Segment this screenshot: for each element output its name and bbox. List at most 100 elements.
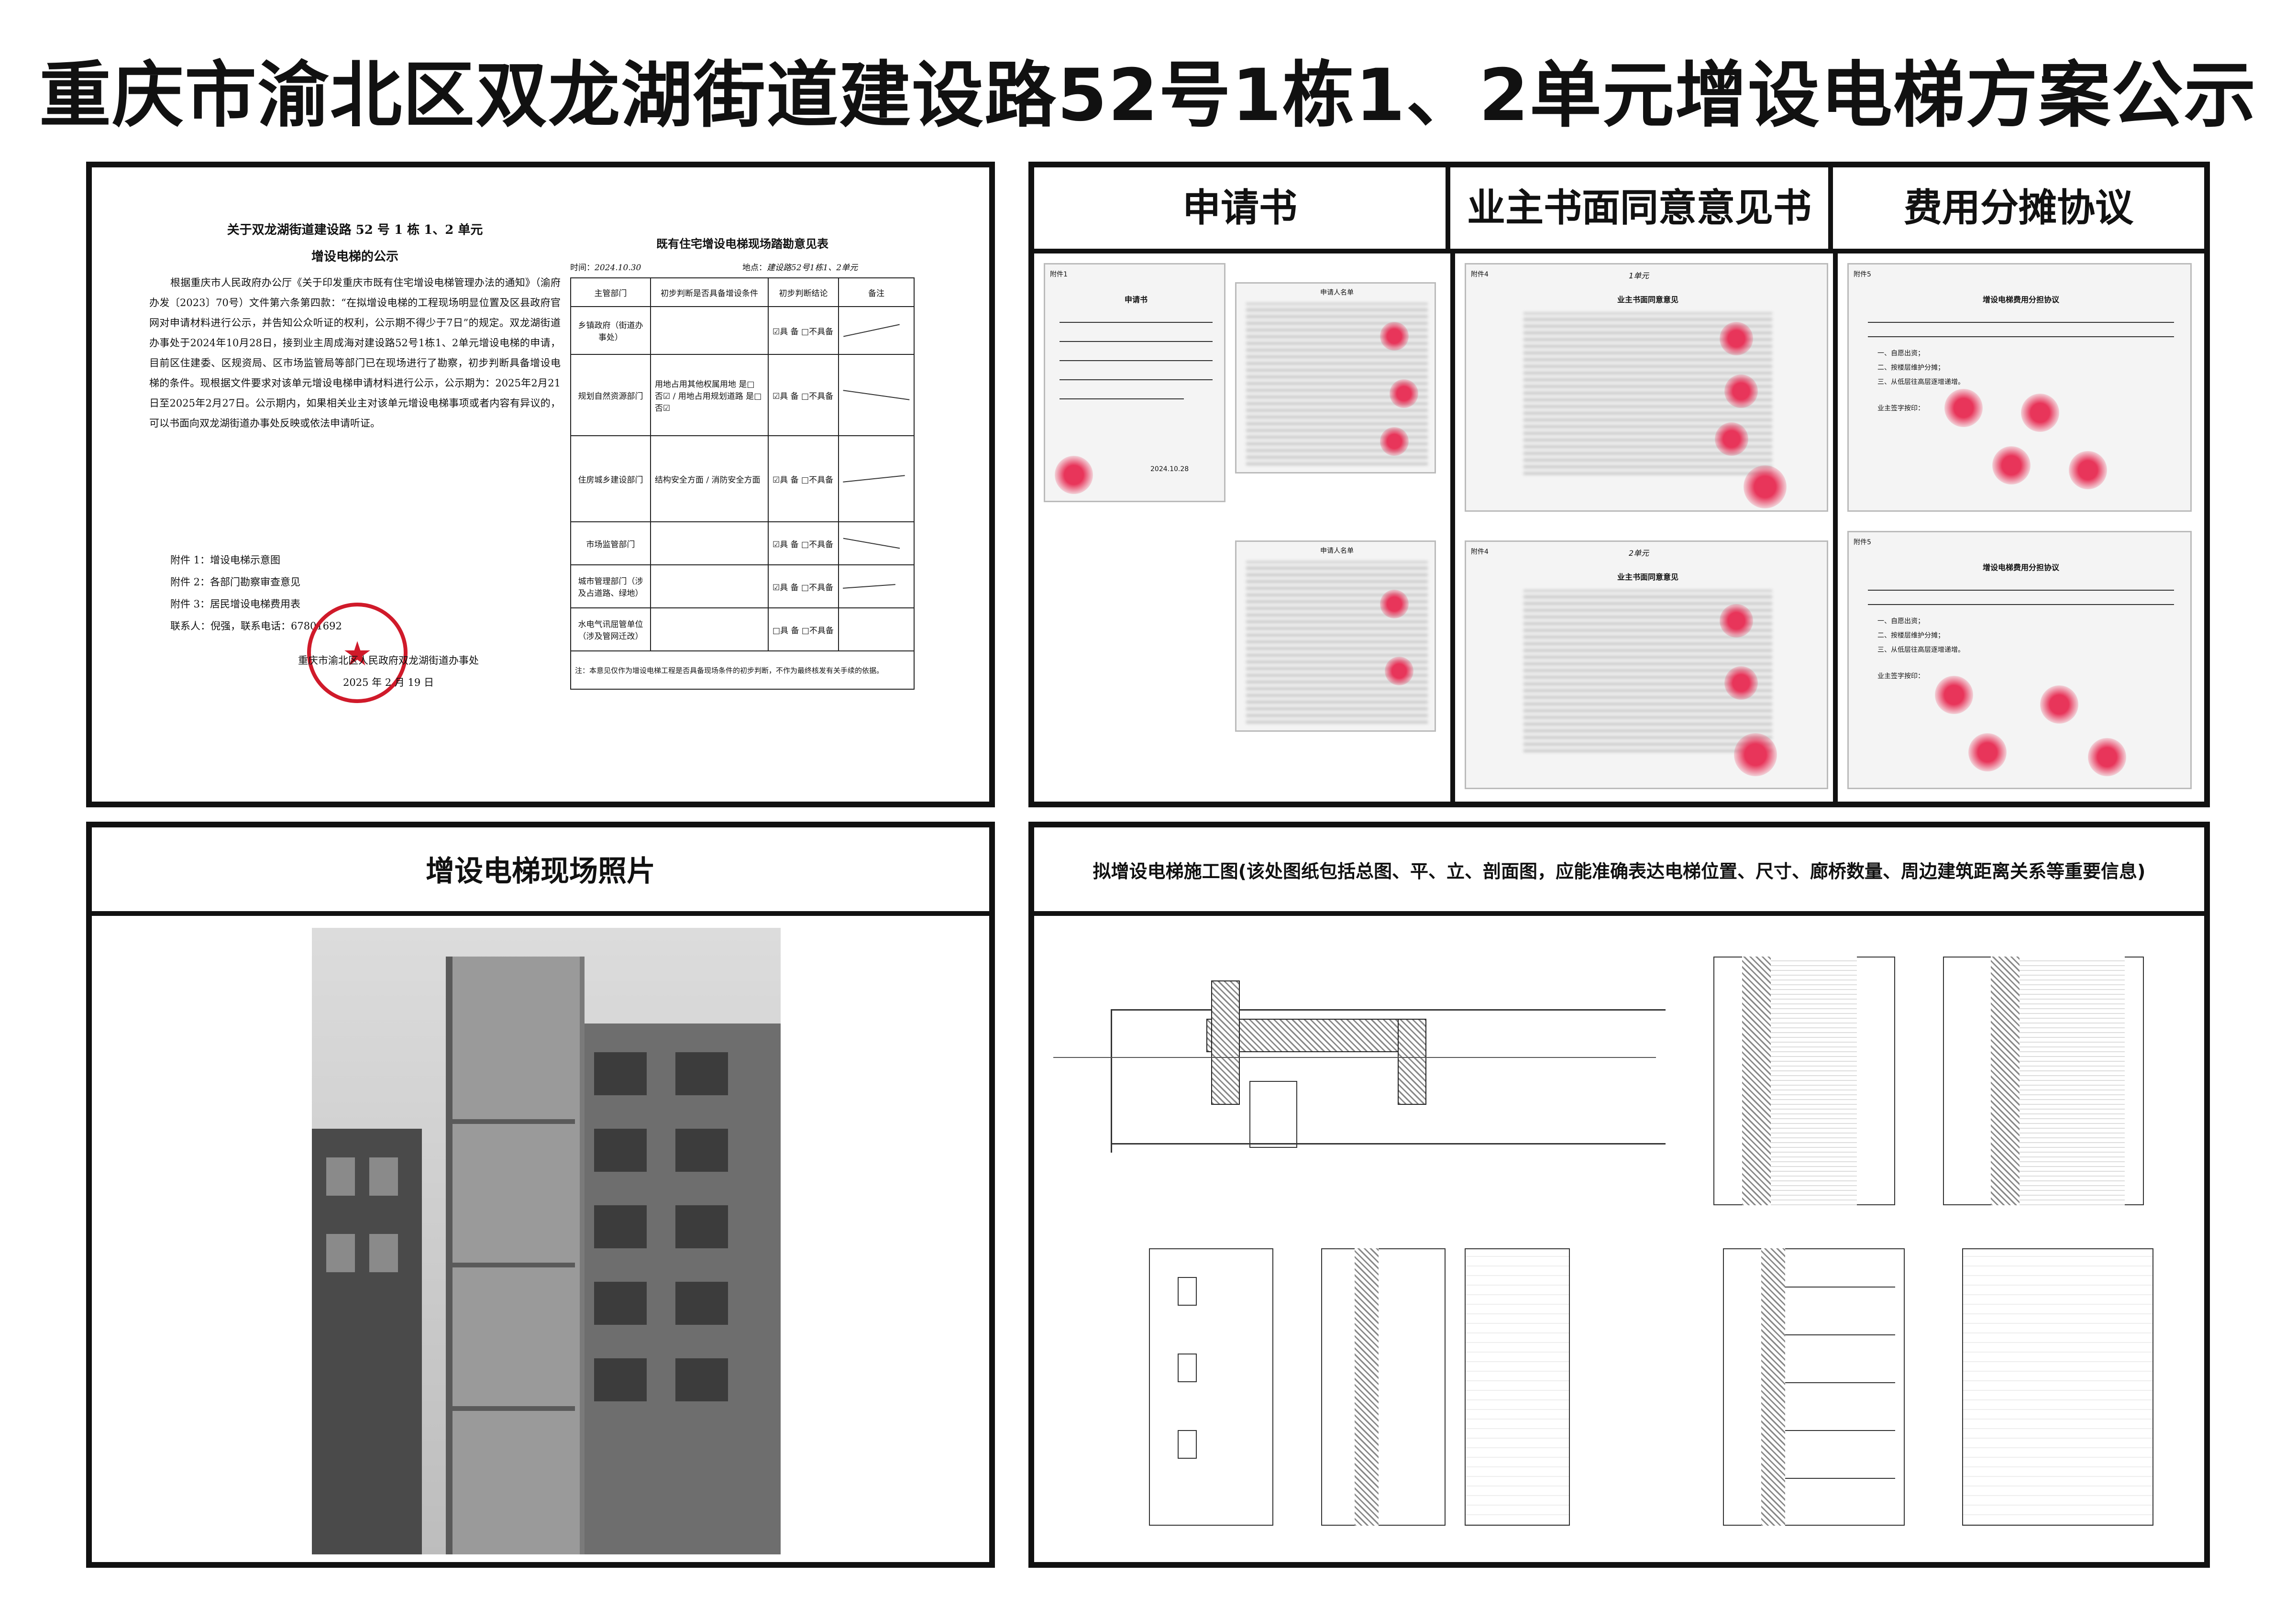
fingerprint-stamp [1055,456,1093,494]
table-cell-result: ☑具 备 □不具备 [768,564,839,608]
attachment-label: 附件4 [1471,271,1489,278]
consent-mark: 1单元 [1629,271,1649,280]
table-cell-condition [650,521,769,565]
cost-item: 二、按楼层维护分摊； [1877,364,1944,372]
col-header: 备注 [838,277,915,307]
doc-divider [1833,253,1838,802]
notice-attachment-2: 附件 2：各部门勘察审查意见 [170,576,301,588]
notice-attachment-1: 附件 1：增设电梯示意图 [170,554,281,566]
col-header: 初步判断是否具备增设条件 [650,277,769,307]
cost-item: 一、自愿出资； [1877,617,1924,625]
cost-item: 三、从低层往高层逐增递增。 [1877,378,1965,386]
application-heading: 申请书 [1124,295,1148,304]
col-header: 主管部门 [570,277,651,307]
cost-item: 二、按楼层维护分摊； [1877,632,1944,639]
survey-form: 既有住宅增设电梯现场踏勘意见表 时间：2024.10.30 地点：建设路52号1… [570,234,915,737]
notice-paragraph: 根据重庆市人民政府办公厅《关于印发重庆市既有住宅增设电梯管理办法的通知》（渝府办… [149,277,561,429]
survey-note: 注：本意见仅作为增设电梯工程是否具备现场条件的初步判断，不作为最终核发有关手续的… [570,650,915,690]
notice-signature: 重庆市渝北区人民政府双龙湖街道办事处 [298,655,479,666]
fingerprint-stamp [1720,322,1753,355]
application-date: 2024.10.28 [1150,465,1189,473]
table-cell-result: ☑具 备 □不具备 [768,521,839,565]
attachment-label: 附件5 [1854,271,1871,278]
cost-item: 三、从低层往高层逐增递增。 [1877,646,1965,654]
table-cell-dept: 住房城乡建设部门 [570,435,651,522]
table-cell-condition [650,564,769,608]
table-cell-remark [838,607,915,651]
handwritten-remark [838,306,915,355]
applicant-list-scan: 申请人名单 [1235,282,1436,473]
notice-document: 关于双龙湖街道建设路 52 号 1 栋 1、2 单元 增设电梯的公示 根据重庆市… [149,220,561,746]
survey-place: 地点：建设路52号1栋1、2单元 [742,261,858,273]
table-row: 市场监管部门 ☑具 备 □不具备 [570,521,915,565]
section-drawing [1130,1239,1656,1550]
table-cell-condition: 结构安全方面 / 消防安全方面 [650,435,769,522]
handwritten-remark [838,354,915,436]
documents-header-row: 申请书 业主书面同意意见书 费用分摊协议 [1034,167,2204,253]
survey-time-value: 2024.10.30 [595,263,641,273]
application-header: 申请书 [1034,167,1450,249]
documents-panel: 申请书 业主书面同意意见书 费用分摊协议 附件1 申请书 2024.10.28 … [1028,162,2210,807]
table-row: 城市管理部门（涉及占道路、绿地） ☑具 备 □不具备 [570,564,915,608]
handwritten-remark [838,564,915,608]
cost-header: 费用分摊协议 [1904,186,2133,230]
table-row: 乡镇政府（街道办事处） ☑具 备 □不具备 [570,306,915,355]
elevation-drawing [1694,937,2173,1224]
survey-time-label: 时间： [570,263,595,273]
cost-agreement-scan: 附件5 增设电梯费用分担协议 一、自愿出资； 二、按楼层维护分摊； 三、从低层往… [1847,531,2192,789]
elevator-shaft [446,957,585,1554]
table-cell-result: □具 备 □不具备 [768,607,839,651]
table-cell-result: ☑具 备 □不具备 [768,354,839,436]
table-cell-dept: 城市管理部门（涉及占道路、绿地） [570,564,651,608]
survey-place-label: 地点： [742,263,767,273]
photo-panel: 增设电梯现场照片 [86,822,995,1568]
survey-time: 时间：2024.10.30 [570,261,641,273]
section-drawing [1694,1239,2173,1550]
survey-table: 主管部门 初步判断是否具备增设条件 初步判断结论 备注 乡镇政府（街道办事处） … [570,277,915,690]
attachment-label: 附件4 [1471,548,1489,556]
fingerprint-stamp [1944,389,1983,427]
table-cell-condition: 用地占用其他权属用地 是□ 否☑ / 用地占用规划道路 是□ 否☑ [650,354,769,436]
table-cell-condition [650,607,769,651]
table-cell-condition [650,306,769,355]
applicant-list-title: 申请人名单 [1320,289,1354,297]
survey-form-title: 既有住宅增设电梯现场踏勘意见表 [656,237,828,251]
notice-panel: 关于双龙湖街道建设路 52 号 1 栋 1、2 单元 增设电梯的公示 根据重庆市… [86,162,995,807]
cost-heading: 增设电梯费用分担协议 [1982,563,2059,572]
cost-heading: 增设电梯费用分担协议 [1982,295,2059,304]
table-cell-dept: 规划自然资源部门 [570,354,651,436]
applicant-list-scan: 申请人名单 [1235,540,1436,732]
table-cell-result: ☑具 备 □不具备 [768,435,839,522]
applicant-list-title: 申请人名单 [1320,547,1354,555]
notice-heading-line2: 增设电梯的公示 [311,250,398,264]
official-seal: ★ [307,603,408,703]
photo-header: 增设电梯现场照片 [92,827,989,916]
handwritten-remark [838,521,915,565]
attachment-label: 附件1 [1050,271,1068,278]
drawings-panel: 拟增设电梯施工图(该处图纸包括总图、平、立、剖面图，应能准确表达电梯位置、尺寸、… [1028,822,2210,1568]
doc-divider [1450,253,1455,802]
table-cell-result: ☑具 备 □不具备 [768,306,839,355]
consent-heading: 业主书面同意意见 [1617,572,1678,582]
notice-date: 2025 年 2 月 19 日 [343,677,434,688]
drawings-header: 拟增设电梯施工图(该处图纸包括总图、平、立、剖面图，应能准确表达电梯位置、尺寸、… [1034,827,2204,916]
table-cell-dept: 乡镇政府（街道办事处） [570,306,651,355]
table-cell-dept: 水电气讯屈管单位（涉及管网迁改） [570,607,651,651]
handwritten-remark [838,435,915,522]
page-title: 重庆市渝北区双龙湖街道建设路52号1栋1、2单元增设电梯方案公示 [39,54,2257,137]
signers-label: 业主签字按印： [1877,405,1924,412]
notice-heading-line1: 关于双龙湖街道建设路 52 号 1 栋 1、2 单元 [227,223,483,237]
table-row: 住房城乡建设部门 结构安全方面 / 消防安全方面 ☑具 备 □不具备 [570,435,915,522]
survey-table-header: 主管部门 初步判断是否具备增设条件 初步判断结论 备注 [570,277,915,307]
consent-header: 业主书面同意意见书 [1450,167,1833,249]
star-icon: ★ [342,634,373,673]
table-row: 规划自然资源部门 用地占用其他权属用地 是□ 否☑ / 用地占用规划道路 是□ … [570,354,915,436]
application-letter-scan: 附件1 申请书 2024.10.28 [1044,263,1225,502]
site-photo [312,928,781,1554]
col-header: 初步判断结论 [768,277,839,307]
consent-heading: 业主书面同意意见 [1617,295,1678,304]
notice-attachment-3: 附件 3：居民增设电梯费用表 [170,598,301,610]
cost-agreement-scan: 附件5 增设电梯费用分担协议 一、自愿出资； 二、按楼层维护分摊； 三、从低层往… [1847,263,2192,512]
consent-mark: 2单元 [1629,549,1649,558]
consent-form-scan: 附件4 1单元 业主书面同意意见 [1465,263,1828,512]
